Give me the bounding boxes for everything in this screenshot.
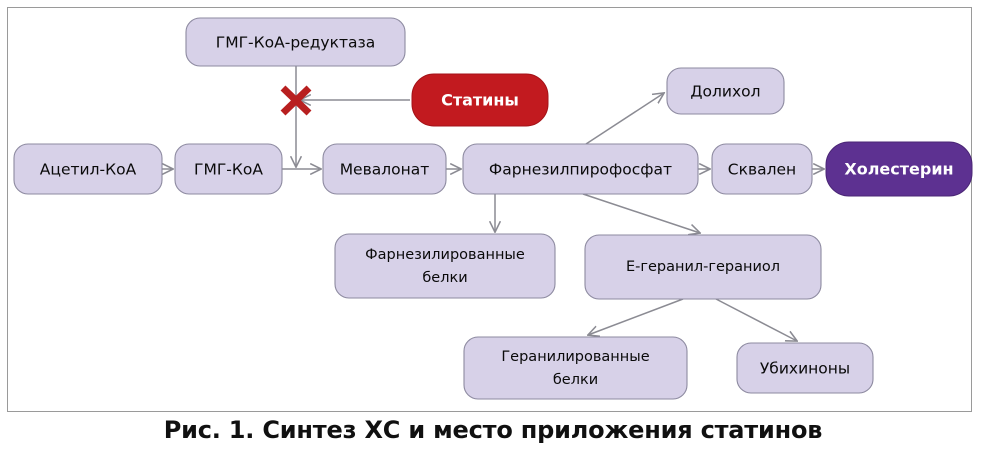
node-acetyl-coa[interactable]: Ацетил-КоА xyxy=(13,143,163,195)
node-mevalonate[interactable]: Мевалонат xyxy=(322,143,447,195)
inhibition-cross-icon xyxy=(280,85,312,116)
edge-geranylgeraniol-to-geranylated xyxy=(588,298,684,335)
edge-farnesylpp-to-dolichol xyxy=(585,93,664,145)
node-squalene[interactable]: Сквален xyxy=(711,143,813,195)
edge-layer xyxy=(162,66,824,341)
node-farnesyl-pyrophosphate[interactable]: Фарнезилпирофосфат xyxy=(462,143,699,195)
node-dolichol[interactable]: Долихол xyxy=(666,67,785,115)
pathway-diagram: Ацетил-КоА ГМГ-КоА Мевалонат Фарнезилпир… xyxy=(13,17,973,400)
node-statins[interactable]: Статины xyxy=(411,73,549,127)
node-hmg-coa-reductase[interactable]: ГМГ-КоА-редуктаза xyxy=(185,17,406,67)
figure-caption: Рис. 1. Синтез ХС и место приложения ста… xyxy=(163,416,823,444)
node-geranylgeraniol[interactable]: Е-геранил-гераниол xyxy=(584,234,822,300)
node-farnesylated-proteins[interactable]: Фарнезилированные белки xyxy=(334,233,556,299)
edge-farnesylpp-to-geranylgeraniol xyxy=(582,193,700,233)
node-hmg-coa[interactable]: ГМГ-КоА xyxy=(174,143,283,195)
edge-geranylgeraniol-to-ubiquinones xyxy=(715,298,797,341)
node-ubiquinones[interactable]: Убихиноны xyxy=(736,342,874,394)
node-geranylated-proteins[interactable]: Геранилированные белки xyxy=(463,336,688,400)
node-cholesterol[interactable]: Холестерин xyxy=(825,141,973,197)
